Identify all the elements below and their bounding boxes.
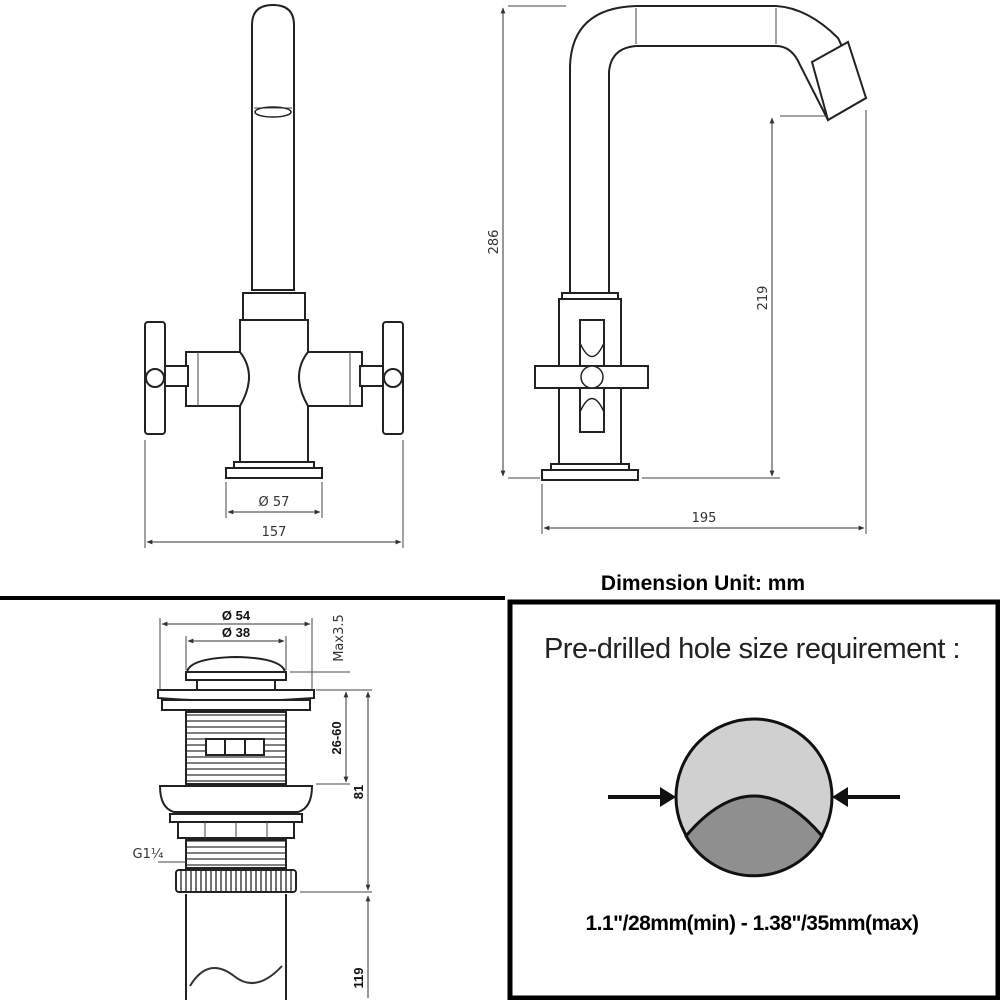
waste-range-label: 26-60 [329, 721, 344, 754]
dimension-unit-heading: Dimension Unit: mm [601, 572, 805, 595]
spout-reach-label: 195 [692, 511, 717, 526]
base-diameter-label: Ø 57 [259, 495, 290, 510]
front-view-tap [144, 3, 404, 548]
hole-requirement-title: Pre-drilled hole size requirement : [544, 633, 960, 665]
waste-thread-label: G1¼ [133, 847, 164, 862]
hole-diagram [674, 717, 834, 878]
pop-up-waste-drawing [157, 618, 372, 1000]
waste-height-label: 81 [351, 785, 366, 799]
waste-length-label: 119 [351, 968, 366, 989]
front-width-label: 157 [262, 525, 287, 540]
hole-size-range: 1.1"/28mm(min) - 1.38"/35mm(max) [585, 912, 918, 935]
waste-max-label: Max3.5 [332, 614, 347, 662]
total-height-label: 286 [487, 230, 502, 255]
right-arrow-icon [832, 787, 900, 807]
side-view-tap [500, 5, 868, 534]
waste-inner-diameter-label: Ø 38 [222, 625, 250, 640]
left-arrow-icon [608, 787, 676, 807]
bottom-panel-borders [0, 596, 1000, 1000]
waste-outer-diameter-label: Ø 54 [222, 608, 251, 623]
spout-height-label: 219 [756, 286, 771, 311]
